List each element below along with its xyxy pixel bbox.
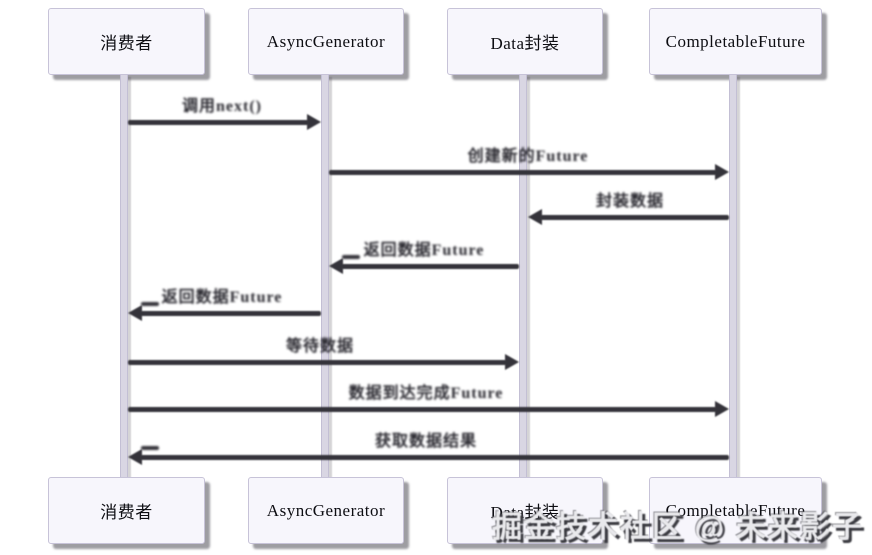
lifeline-completable-future (729, 75, 737, 477)
arrowhead-right-icon (715, 164, 729, 180)
watermark: 掘金技术社区 @ 未来影子 (492, 511, 864, 544)
message-line (140, 455, 729, 460)
message-line (128, 360, 507, 365)
message-line (128, 120, 309, 125)
participant-label: Data封装 (490, 34, 560, 53)
arrowhead-right-icon (715, 401, 729, 417)
message-line (140, 311, 321, 316)
participant-top-async-generator: AsyncGenerator (248, 8, 404, 75)
arrowhead-left-icon (128, 449, 142, 465)
message-label: 封装数据 (595, 193, 665, 210)
message-line (329, 170, 717, 175)
participant-bottom-completable-future: CompletableFuture (649, 477, 822, 544)
return-tick (141, 446, 159, 450)
arrowhead-right-icon (307, 114, 321, 130)
message-label: 获取数据结果 (374, 433, 478, 450)
arrowhead-left-icon (128, 305, 142, 321)
participant-bottom-consumer: 消费者 (48, 477, 205, 544)
participant-label: Data封装 (490, 503, 560, 522)
participant-top-consumer: 消费者 (48, 8, 205, 75)
participant-top-completable-future: CompletableFuture (649, 8, 822, 75)
message-label: 调用next() (182, 98, 262, 115)
message-line (341, 264, 519, 269)
message-label: 返回数据Future (363, 242, 485, 259)
return-tick (141, 302, 159, 306)
participant-label: CompletableFuture (665, 500, 806, 520)
lifeline-consumer (120, 75, 128, 477)
participant-label: AsyncGenerator (266, 500, 386, 520)
arrowhead-left-icon (528, 209, 542, 225)
participant-label: 消费者 (100, 34, 153, 53)
participant-bottom-async-generator: AsyncGenerator (248, 477, 404, 544)
message-label: 返回数据Future (161, 289, 283, 306)
message-label: 创建新的Future (467, 148, 589, 165)
arrowhead-right-icon (505, 354, 519, 370)
arrowhead-left-icon (329, 258, 343, 274)
message-line (540, 215, 729, 220)
participant-label: AsyncGenerator (266, 31, 386, 51)
participant-label: CompletableFuture (665, 31, 806, 51)
message-label: 数据到达完成Future (348, 385, 504, 402)
message-label: 等待数据 (285, 338, 355, 355)
participant-label: 消费者 (100, 503, 153, 522)
return-tick (342, 255, 360, 259)
message-line (128, 407, 717, 412)
participant-bottom-data-wrapper: Data封装 (447, 477, 603, 544)
lifeline-async-generator (321, 75, 329, 477)
lifeline-data-wrapper (519, 75, 527, 477)
participant-top-data-wrapper: Data封装 (447, 8, 603, 75)
